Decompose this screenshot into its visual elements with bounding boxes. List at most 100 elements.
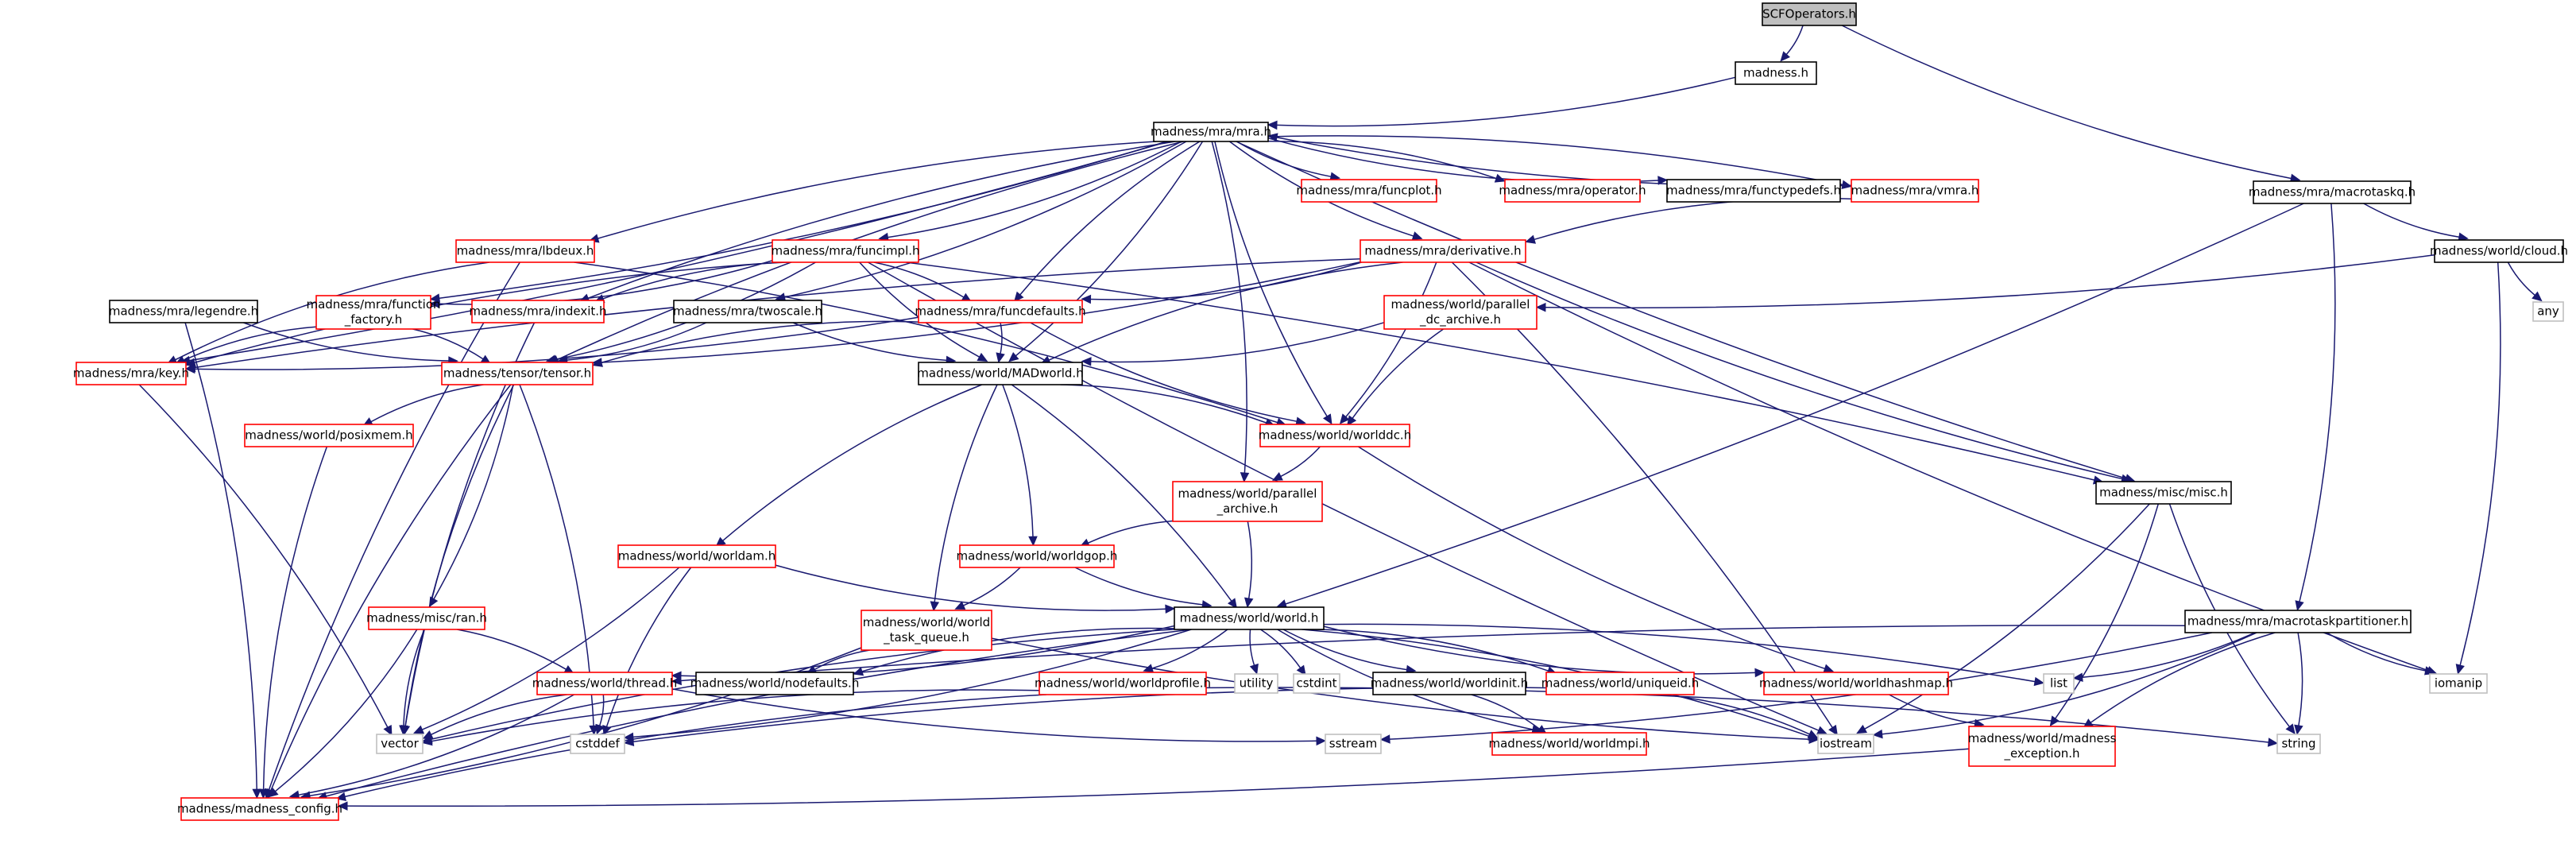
edge-twoscale-to-madworld: [792, 322, 957, 366]
edge-mtpartitioner-to-madexc: [2083, 632, 2276, 729]
node-worldinit[interactable]: madness/world/worldinit.h: [1371, 672, 1528, 695]
edge-mra-to-key: [180, 141, 1169, 366]
node-label: madness/mra/functypedefs.h: [1666, 184, 1841, 198]
edge-line: [1357, 446, 1825, 670]
node-worldmpi[interactable]: madness/world/worldmpi.h: [1489, 732, 1650, 756]
node-mra[interactable]: madness/mra/mra.h: [1151, 122, 1271, 142]
edge-mra-to-worlddc: [1214, 141, 1332, 425]
node-box: [1325, 734, 1382, 754]
node-madexc[interactable]: madness/world/madness_exception.h: [1968, 726, 2117, 767]
node-thread[interactable]: madness/world/thread.h: [532, 672, 678, 695]
edge-arrowhead: [1028, 536, 1038, 547]
edge-line: [2297, 632, 2303, 726]
node-macrotaskq[interactable]: madness/mra/macrotaskq.h: [2249, 180, 2415, 204]
node-box: [2276, 734, 2321, 754]
node-funcdefaults[interactable]: madness/mra/funcdefaults.h: [915, 300, 1086, 323]
node-string: string: [2276, 734, 2321, 754]
edge-cloud-to-pardcarchive: [1535, 254, 2435, 312]
edge-arrowhead: [1754, 668, 1766, 678]
node-box: [1968, 726, 2116, 767]
edge-arrowhead: [1165, 604, 1176, 614]
node-worldtaskq[interactable]: madness/world/world_task_queue.h: [861, 610, 992, 651]
node-ran[interactable]: madness/misc/ran.h: [366, 606, 487, 630]
edge-funcfactory-to-key: [175, 326, 317, 365]
node-label: madness/tensor/tensor.h: [443, 366, 591, 381]
node-operator[interactable]: madness/mra/operator.h: [1499, 179, 1646, 203]
node-misc[interactable]: madness/misc/misc.h: [2095, 481, 2232, 505]
node-worldam[interactable]: madness/world/worldam.h: [617, 544, 776, 568]
node-box: [1153, 122, 1269, 142]
node-worlddc[interactable]: madness/world/worlddc.h: [1259, 424, 1411, 447]
node-worldhashmap[interactable]: madness/world/worldhashmap.h: [1759, 672, 1953, 695]
edge-line: [1236, 141, 1332, 177]
edge-line: [431, 629, 1175, 740]
edge-arrowhead: [1013, 291, 1024, 303]
node-label: SCFOperators.h: [1762, 7, 1856, 21]
node-madness[interactable]: madness.h: [1735, 61, 1817, 85]
edge-line: [2459, 261, 2501, 666]
node-functypedefs[interactable]: madness/mra/functypedefs.h: [1666, 179, 1841, 203]
node-indexit[interactable]: madness/mra/indexit.h: [469, 300, 607, 323]
node-legendre[interactable]: madness/mra/legendre.h: [109, 300, 258, 323]
node-madworld[interactable]: madness/world/MADworld.h: [917, 362, 1084, 385]
edge-macrotaskq-to-cloud: [2363, 203, 2469, 242]
edge-arrowhead: [1346, 415, 1357, 427]
node-box: [2434, 239, 2564, 263]
node-tensor[interactable]: madness/tensor/tensor.h: [441, 362, 594, 385]
node-label: madness/world/parallel: [1391, 297, 1530, 312]
node-worldprofile[interactable]: madness/world/worldprofile.h: [1035, 672, 1211, 695]
node-derivative[interactable]: madness/mra/derivative.h: [1360, 239, 1526, 263]
node-box: [1293, 673, 1340, 694]
node-cloud[interactable]: madness/world/cloud.h: [2430, 239, 2568, 263]
node-box: [455, 239, 595, 263]
edge-arrowhead: [2295, 600, 2304, 611]
node-worldgop[interactable]: madness/world/worldgop.h: [957, 544, 1118, 568]
edge-ran-to-config: [268, 629, 418, 798]
edge-line: [1267, 135, 1843, 186]
node-posixmem[interactable]: madness/world/posixmem.h: [244, 424, 414, 447]
edge-line: [601, 320, 919, 364]
edge-arrowhead: [337, 801, 348, 811]
edge-line: [268, 261, 520, 791]
node-label: _exception.h: [2003, 746, 2079, 761]
node-lbdeux[interactable]: madness/mra/lbdeux.h: [455, 239, 595, 263]
node-world[interactable]: madness/world/world.h: [1174, 606, 1325, 630]
node-key[interactable]: madness/mra/key.h: [73, 362, 189, 385]
edge-worlddc-to-worldhashmap: [1357, 446, 1835, 673]
node-pararchive[interactable]: madness/world/parallel_archive.h: [1172, 481, 1323, 522]
node-label: cstdint: [1296, 676, 1336, 691]
node-box: [1301, 179, 1437, 203]
edge-line: [1841, 25, 2292, 180]
node-box: [2184, 610, 2412, 633]
edge-mra-to-funcplot: [1236, 141, 1341, 181]
node-box: [861, 610, 992, 651]
edge-line: [433, 384, 514, 600]
node-funcfactory[interactable]: madness/mra/function_factory.h: [306, 295, 441, 330]
node-box: [368, 606, 485, 630]
edge-arrowhead: [2072, 672, 2083, 683]
edge-tensor-to-vector: [400, 384, 515, 736]
node-vmra[interactable]: madness/mra/vmra.h: [1851, 179, 1979, 203]
edge-line: [1214, 141, 1328, 417]
node-label: madness/mra/derivative.h: [1364, 244, 1521, 258]
node-cstdint: cstdint: [1293, 673, 1340, 694]
node-label: cstddef: [575, 737, 620, 751]
edge-misc-to-iostream: [1856, 503, 2150, 734]
node-box: [673, 300, 822, 323]
node-pardcarchive[interactable]: madness/world/parallel_dc_archive.h: [1383, 295, 1537, 330]
edge-arrowhead: [1267, 120, 1278, 130]
node-mtpartitioner[interactable]: madness/mra/macrotaskpartitioner.h: [2184, 610, 2412, 633]
node-box: [315, 295, 431, 330]
node-config[interactable]: madness/madness_config.h: [177, 797, 342, 821]
node-box: [1234, 673, 1278, 694]
node-funcimpl[interactable]: madness/mra/funcimpl.h: [771, 239, 920, 263]
node-nodefaults[interactable]: madness/world/nodefaults.h: [690, 672, 860, 695]
node-label: madness/mra/funcdefaults.h: [915, 304, 1085, 319]
node-scf[interactable]: SCFOperators.h: [1762, 2, 1857, 26]
edge-arrowhead: [422, 736, 433, 746]
node-uniqueid[interactable]: madness/world/uniqueid.h: [1541, 672, 1700, 695]
edge-madworld-to-world: [1011, 384, 1238, 610]
edge-line: [2507, 261, 2535, 296]
node-funcplot[interactable]: madness/mra/funcplot.h: [1296, 179, 1442, 203]
node-twoscale[interactable]: madness/mra/twoscale.h: [673, 300, 822, 323]
